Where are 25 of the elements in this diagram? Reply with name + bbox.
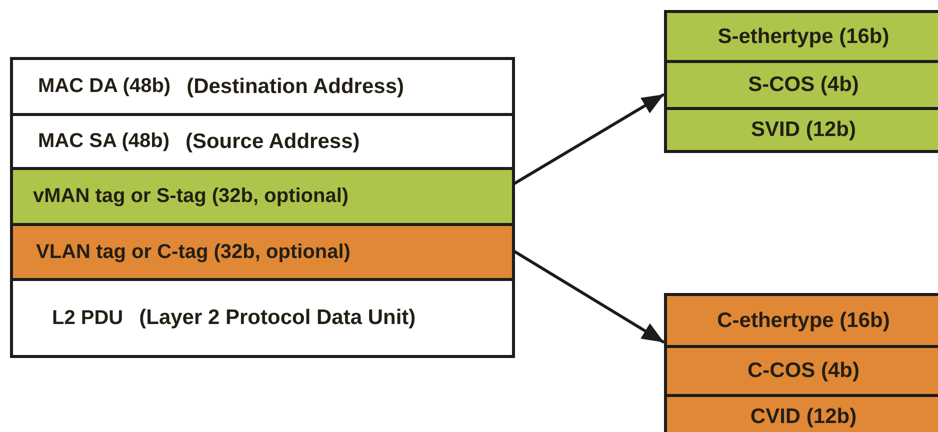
tag-subfield [667,394,938,432]
field-name: VLAN tag or C-tag (32b, optional) [36,240,350,264]
c-tag-outline [664,293,938,432]
tag-subfield [667,296,938,345]
field-name: MAC DA (48b) [38,75,171,98]
field-name: C-COS (4b) [748,359,860,383]
frame-outline [10,57,515,358]
tag-subfield [667,60,938,107]
field-name: MAC SA (48b) [38,130,170,153]
tag-subfield [667,107,938,150]
tag-subfield [667,13,938,60]
field-name: L2 PDU [52,306,124,330]
field-name: SVID (12b) [750,118,856,142]
field-name: vMAN tag or S-tag (32b, optional) [33,185,349,208]
field-name: S-COS (4b) [748,73,859,97]
field-description: (Layer 2 Protocol Data Unit) [139,306,416,330]
tag-field [13,167,512,223]
field-name: CVID (12b) [750,405,857,429]
field-name: C-ethertype (16b) [717,308,890,332]
field-name: S-ethertype (16b) [718,24,890,48]
tag-subfield [667,345,938,394]
tag-field [13,223,512,278]
s-tag-outline [664,10,938,153]
field-description: (Destination Address) [186,74,404,98]
field-description: (Source Address) [185,130,360,154]
